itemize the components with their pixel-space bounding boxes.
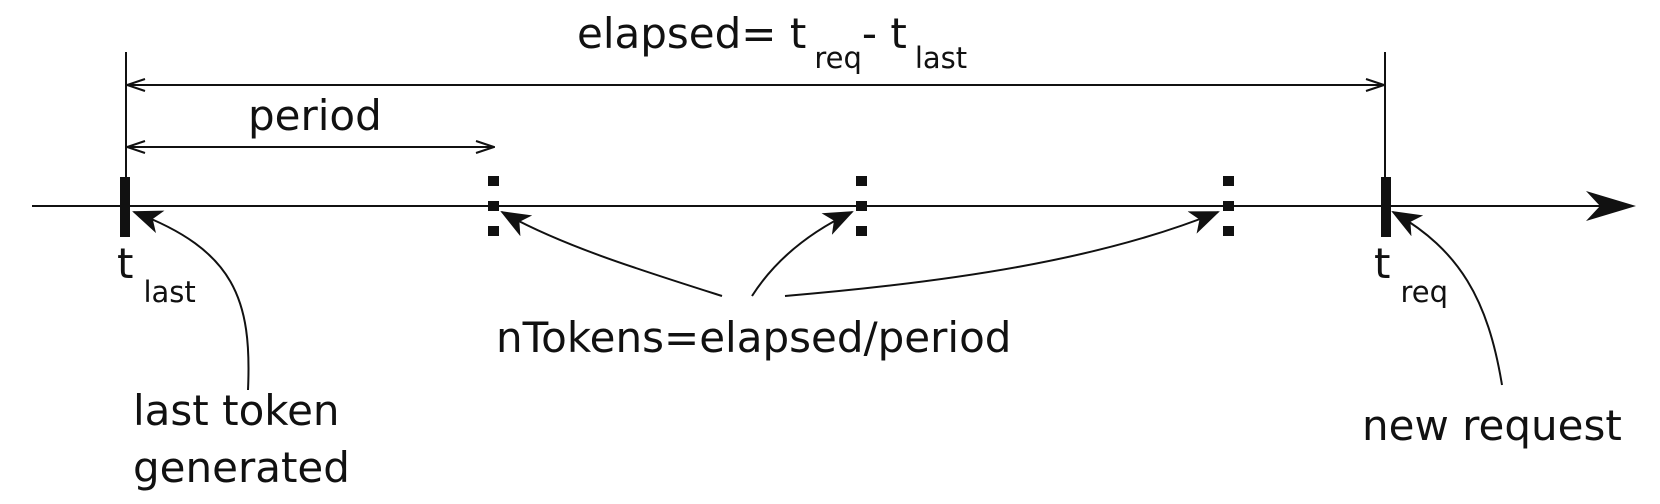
ntokens-to-tick-1-arrow [500, 211, 723, 297]
elapsed-formula-mid: - t [862, 9, 907, 58]
new-request-pointer-arrow [1391, 211, 1503, 386]
t-req-label: treq [1374, 239, 1448, 309]
new-request-label: new request [1362, 401, 1622, 450]
token-tick-3 [1223, 176, 1234, 236]
last-token-pointer-arrow [132, 210, 250, 391]
t-last-label: tlast [117, 239, 196, 309]
elapsed-formula-lhs: elapsed= t [577, 9, 806, 58]
token-tick-2 [856, 176, 867, 236]
ntokens-to-tick-2-arrow [751, 211, 854, 297]
t-last-subscript: last [143, 275, 195, 309]
t-req-base: t [1374, 239, 1390, 288]
elapsed-formula-req-subscript: req [814, 41, 862, 75]
token-tick-1 [488, 176, 499, 236]
ntokens-to-tick-3-arrow [784, 211, 1220, 297]
t-req-subscript: req [1400, 275, 1448, 309]
t-last-base: t [117, 239, 133, 288]
elapsed-formula-last-subscript: last [915, 41, 967, 75]
period-label: period [248, 91, 382, 140]
ntokens-label: nTokens=elapsed/period [496, 313, 1011, 362]
t-last-tick [120, 177, 130, 237]
last-token-label-line2: generated [133, 443, 350, 492]
time-axis-arrowhead [1586, 191, 1636, 221]
last-token-label-line1: last token [133, 386, 340, 435]
t-req-tick [1381, 177, 1391, 237]
